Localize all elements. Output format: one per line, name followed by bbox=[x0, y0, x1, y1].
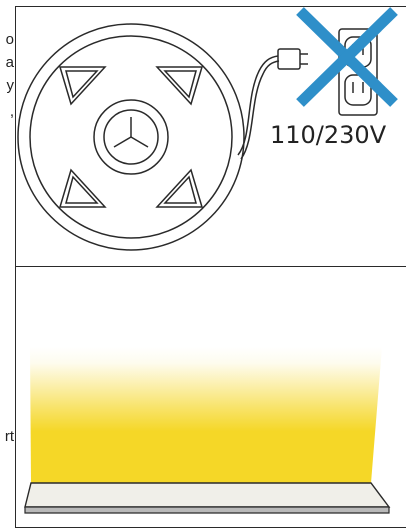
text-fragment-3: y bbox=[6, 77, 15, 94]
text-fragment-1: o bbox=[5, 31, 14, 48]
forbidden-cross-icon bbox=[296, 7, 398, 107]
text-fragment-2: a bbox=[5, 54, 14, 71]
text-fragment-4: , bbox=[9, 103, 14, 120]
light-output-illustration bbox=[24, 347, 391, 514]
light-output-panel bbox=[15, 266, 406, 528]
text-fragment-5: rt bbox=[4, 428, 14, 445]
mains-warning-panel: 110/230V bbox=[15, 6, 406, 268]
mains-warning-illustration: 110/230V bbox=[17, 7, 398, 251]
light-glow-icon bbox=[30, 347, 382, 483]
led-strip-reel-icon bbox=[17, 23, 245, 251]
voltage-label: 110/230V bbox=[270, 121, 387, 149]
cable-icon bbox=[237, 55, 279, 156]
led-strip-side-icon bbox=[24, 482, 391, 514]
